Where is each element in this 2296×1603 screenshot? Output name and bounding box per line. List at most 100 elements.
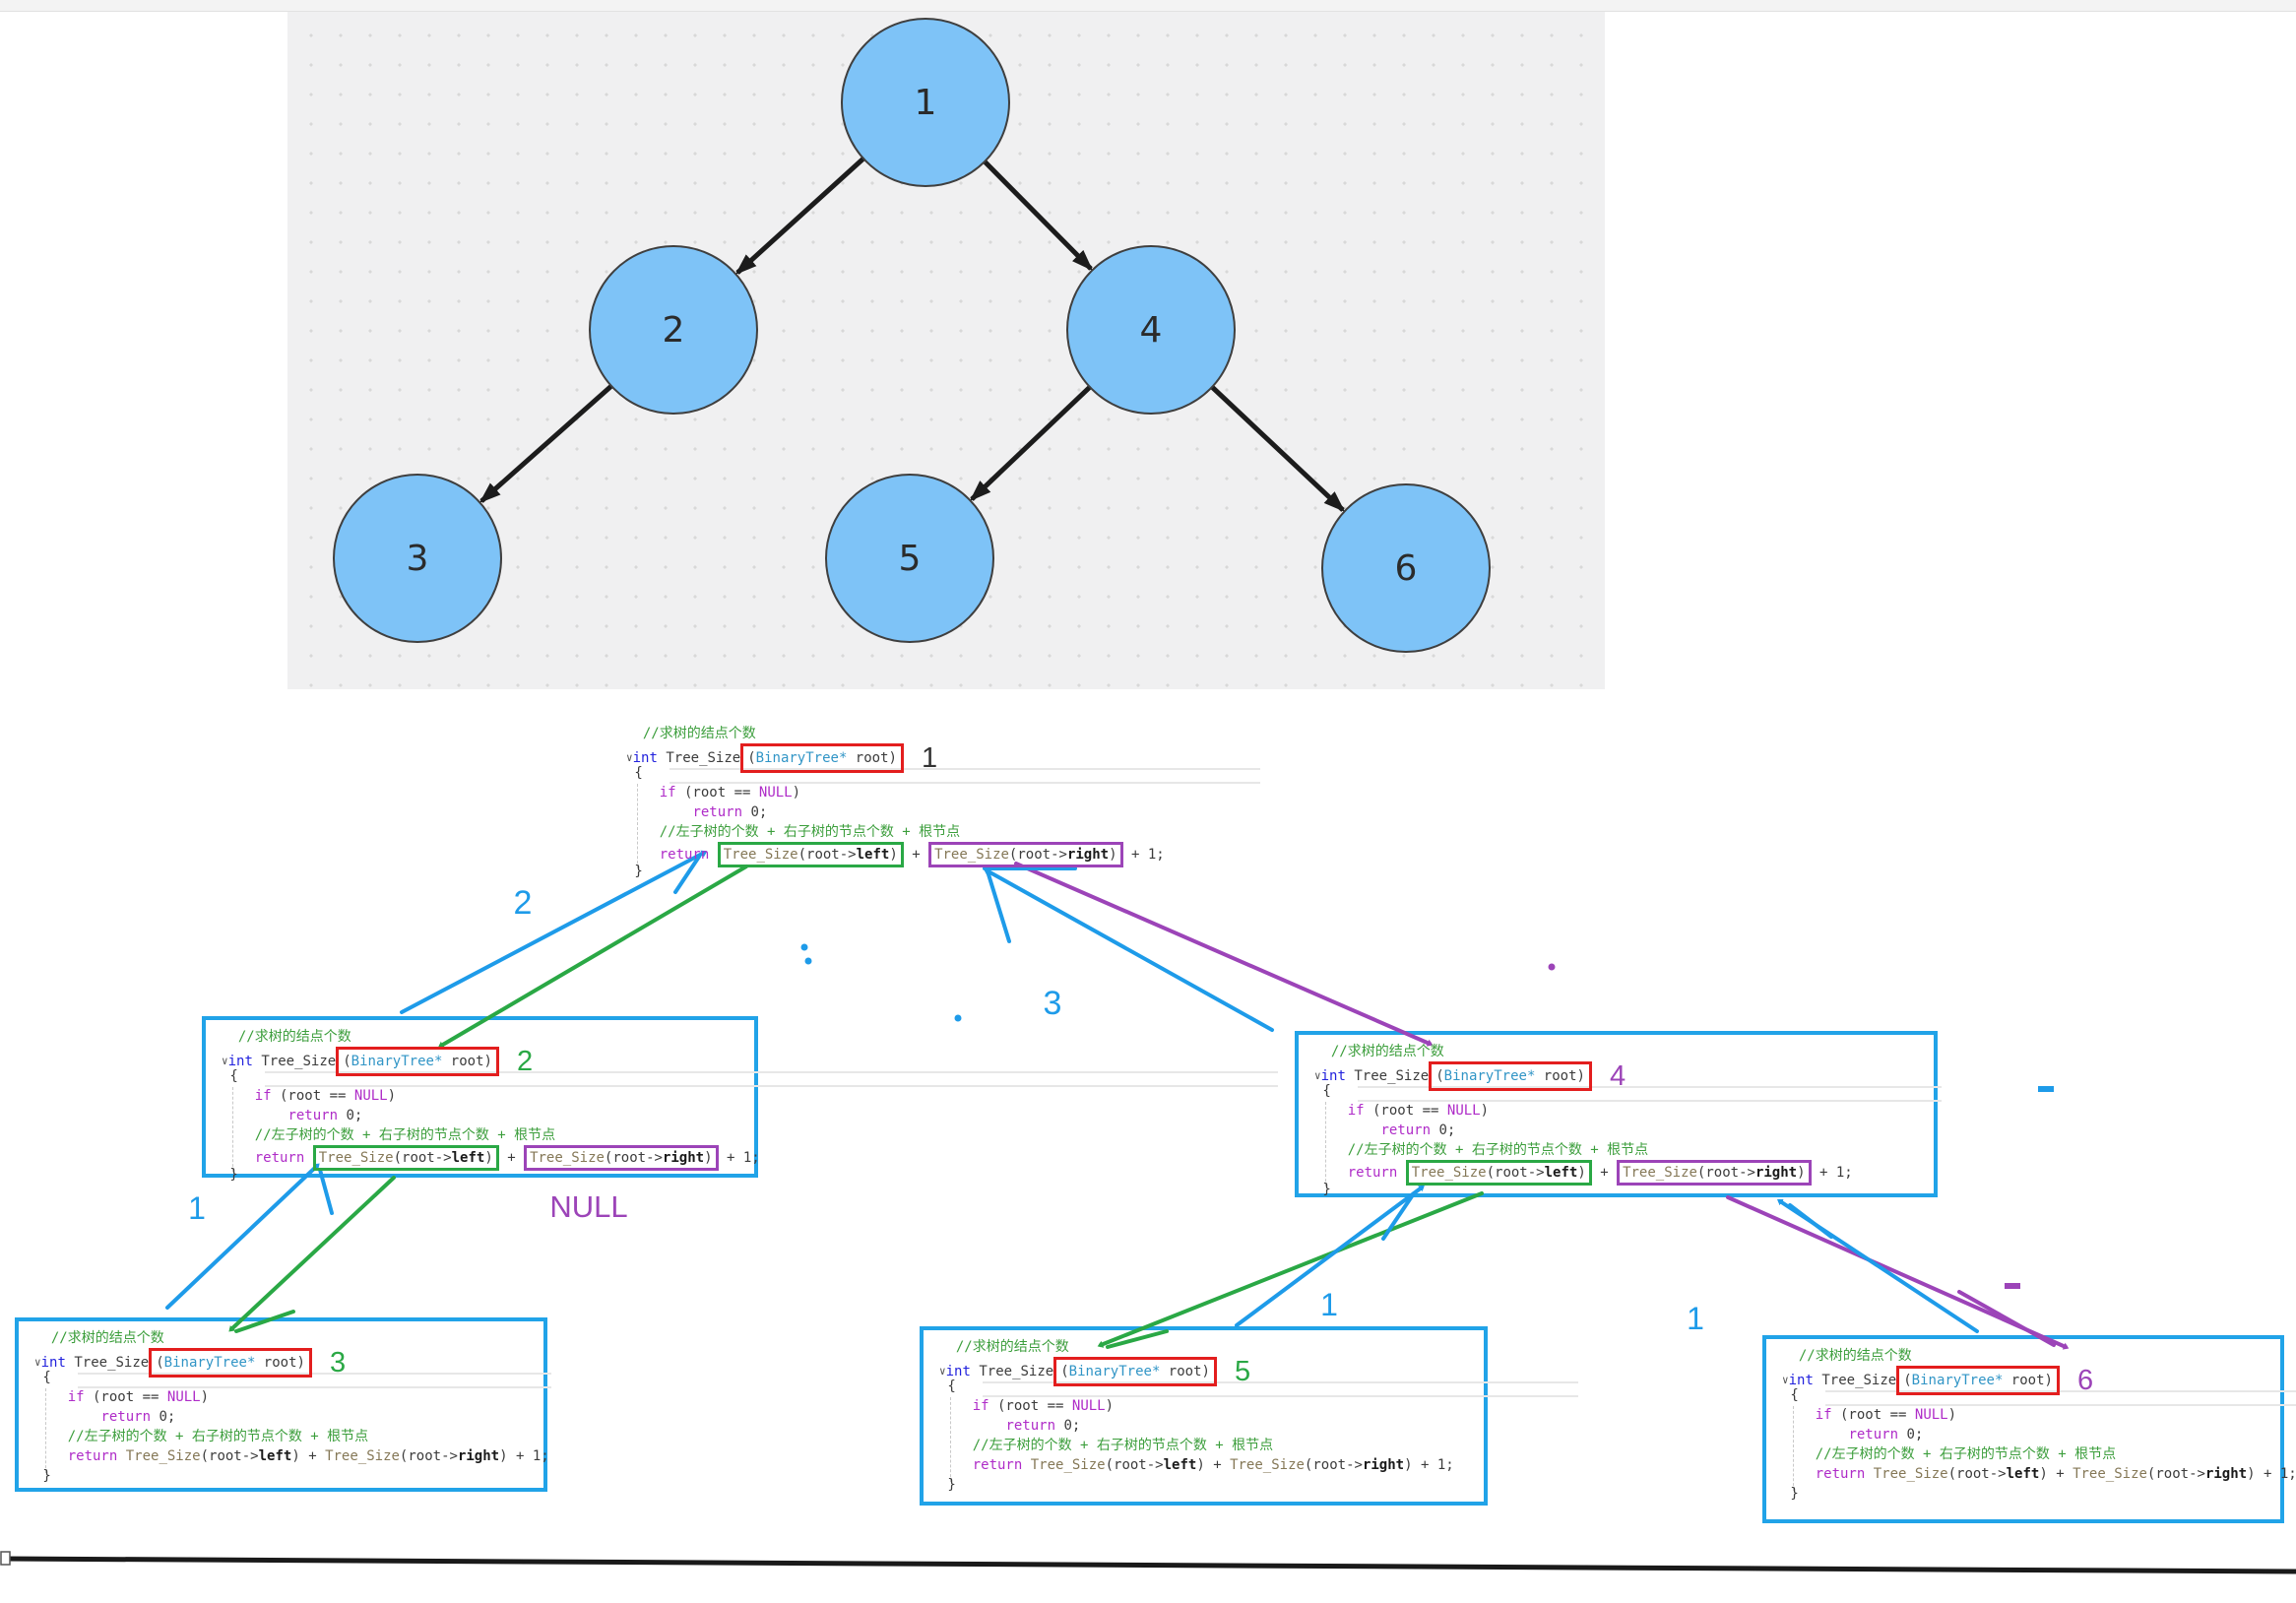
stray-ink-dot xyxy=(804,957,812,965)
code-line: //求树的结点个数 xyxy=(939,1337,1484,1357)
code-line: { xyxy=(34,1368,543,1387)
code-token: { xyxy=(626,765,643,781)
indent-guide xyxy=(45,1388,46,1473)
call-number-label: 1 xyxy=(921,742,938,774)
code-token xyxy=(1314,1044,1331,1059)
top-edge-strip xyxy=(0,0,2296,12)
code-token: ) xyxy=(792,785,801,801)
code-token: if xyxy=(1815,1407,1832,1423)
code-token: //左子树的个数 + 右子树的节点个数 + 根节点 xyxy=(972,1438,1274,1453)
code-line: return 0; xyxy=(626,802,1260,822)
fold-chevron-icon: ∨ xyxy=(939,1365,946,1378)
code-token: Tree_Size xyxy=(1873,1466,1948,1482)
code-line: //求树的结点个数 xyxy=(626,724,1260,743)
call-number-label: 3 xyxy=(329,1347,347,1379)
call-number-label: 5 xyxy=(1234,1356,1251,1387)
code-token: int xyxy=(1788,1373,1814,1388)
code-line: return 0; xyxy=(1782,1425,2280,1444)
indent-guide xyxy=(1793,1406,1794,1491)
code-line: ∨int Tree_Size(BinaryTree* root)3 xyxy=(34,1348,543,1378)
code-token xyxy=(1314,1122,1380,1138)
code-token: 0; xyxy=(1898,1427,1924,1443)
code-token: return xyxy=(254,1150,313,1166)
code-line: } xyxy=(1782,1484,2280,1504)
code-token: (root xyxy=(271,1088,330,1104)
code-token xyxy=(222,1088,255,1104)
code-line: ∨int Tree_Size(BinaryTree* root)1 xyxy=(626,743,1260,773)
editor-hairline xyxy=(983,1395,1578,1397)
code-token: (root xyxy=(989,1398,1048,1414)
annotation-arrow-blue xyxy=(1780,1201,1979,1333)
code-token: Tree_Size xyxy=(1813,1373,1897,1388)
code-token: == xyxy=(1889,1407,1915,1423)
code-token: { xyxy=(939,1379,956,1394)
code-token: == xyxy=(142,1389,167,1405)
code-token: return xyxy=(67,1448,126,1464)
stray-ink-dot xyxy=(800,943,808,951)
code-token xyxy=(1782,1427,1848,1443)
code-line: return Tree_Size(root->left) + Tree_Size… xyxy=(222,1145,760,1171)
code-line: { xyxy=(222,1066,754,1086)
code-token xyxy=(34,1389,68,1405)
annotation-arrow-green xyxy=(1101,1191,1484,1345)
code-token xyxy=(222,1127,255,1143)
code-token: + xyxy=(2047,1466,2073,1482)
code-token xyxy=(939,1418,1005,1434)
red-highlight-box: (BinaryTree* root) xyxy=(336,1047,499,1076)
editor-hairline xyxy=(78,1386,551,1388)
annotation-label: 1 xyxy=(188,1190,206,1226)
red-highlight-box: (BinaryTree* root) xyxy=(1896,1366,2060,1395)
editor-hairline xyxy=(1358,1086,1942,1088)
code-token xyxy=(222,1108,287,1123)
code-token: if xyxy=(659,785,676,801)
code-token: return xyxy=(1848,1427,1899,1443)
code-line: ∨int Tree_Size(BinaryTree* root)4 xyxy=(1314,1061,1934,1091)
tree-node-label-2: 2 xyxy=(663,310,685,351)
code-token: + xyxy=(299,1448,326,1464)
code-token: 0; xyxy=(338,1108,363,1123)
annotation-arrow-blue xyxy=(1235,1187,1422,1327)
tree-edge-2-3 xyxy=(478,384,613,503)
code-token: Tree_Size xyxy=(1030,1457,1106,1473)
code-line: { xyxy=(1782,1385,2280,1405)
code-token: return xyxy=(659,847,718,863)
code-token: ) xyxy=(1947,1407,1957,1423)
code-token: ) xyxy=(1105,1398,1115,1414)
code-token: == xyxy=(329,1088,354,1104)
code-token: if xyxy=(254,1088,272,1104)
code-token xyxy=(626,785,660,801)
code-token: int xyxy=(227,1054,253,1069)
tree-node-label-6: 6 xyxy=(1395,548,1418,589)
code-token: ) xyxy=(1480,1103,1490,1119)
annotation-arrow-blue xyxy=(165,1166,317,1310)
editor-hairline xyxy=(670,782,1260,784)
code-token: == xyxy=(733,785,759,801)
code-token: } xyxy=(1314,1182,1331,1197)
annotation-arrow-blue xyxy=(1381,1191,1416,1241)
code-token: } xyxy=(222,1167,238,1183)
code-token: + xyxy=(498,1150,525,1166)
code-token: } xyxy=(34,1468,51,1484)
code-token: ) xyxy=(291,1448,300,1464)
code-token: if xyxy=(1347,1103,1365,1119)
code-line: return 0; xyxy=(34,1407,543,1427)
code-token xyxy=(222,1150,255,1166)
bottom-divider-line xyxy=(3,1556,2296,1574)
code-token: + 1; xyxy=(1122,847,1165,863)
code-token: return xyxy=(287,1108,339,1123)
code-token xyxy=(939,1398,973,1414)
editor-hairline xyxy=(78,1373,551,1375)
code-token: Tree_Size xyxy=(252,1054,337,1069)
code-token: left xyxy=(258,1448,292,1464)
green-highlight-box: Tree_Size(root->left) xyxy=(312,1145,499,1171)
code-token xyxy=(939,1457,973,1473)
code-token: (root xyxy=(1831,1407,1890,1423)
code-line: //左子树的个数 + 右子树的节点个数 + 根节点 xyxy=(1314,1140,1934,1160)
code-line: } xyxy=(222,1165,754,1185)
code-line: //左子树的个数 + 右子树的节点个数 + 根节点 xyxy=(626,822,1260,842)
code-line: //求树的结点个数 xyxy=(1782,1346,2280,1366)
code-token: return xyxy=(692,804,743,820)
code-token: return xyxy=(1347,1165,1406,1181)
code-line: { xyxy=(939,1377,1484,1396)
tree-edge-4-5 xyxy=(969,385,1092,502)
